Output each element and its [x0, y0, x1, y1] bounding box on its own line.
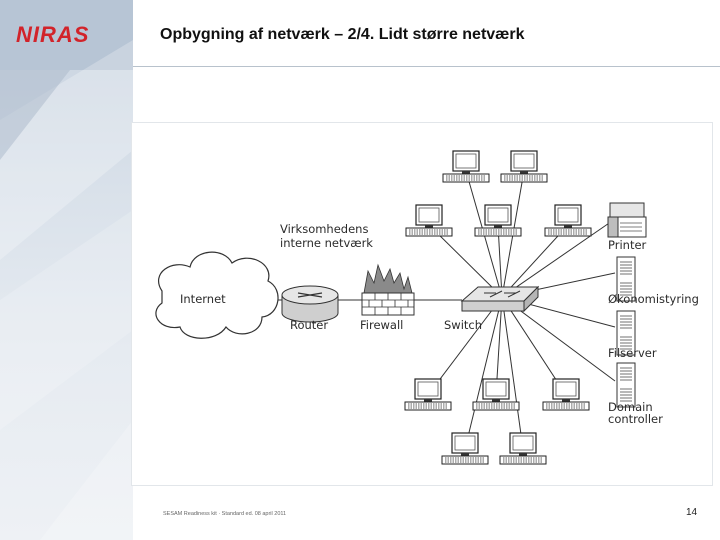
printer-icon	[607, 202, 647, 238]
switch-label: Switch	[444, 318, 482, 332]
workstation-icon	[442, 150, 490, 183]
workstation-icon	[499, 432, 547, 465]
workstation-icon	[544, 204, 592, 237]
workstation-icon	[472, 378, 520, 411]
workstation-icon	[542, 378, 590, 411]
workstation-icon	[441, 432, 489, 465]
workstation-icon	[405, 204, 453, 237]
workstation-icon	[404, 378, 452, 411]
title-divider	[133, 66, 720, 67]
internet-label: Internet	[180, 292, 226, 306]
economy-label: Økonomistyring	[608, 292, 699, 306]
internal-network-label-line2: interne netværk	[280, 236, 373, 250]
slide-title: Opbygning af netværk – 2/4. Lidt større …	[160, 26, 525, 43]
domain-controller-label-line2: controller	[608, 412, 663, 426]
network-diagram: Internet Router Firewall Switch Virksom	[132, 123, 712, 485]
niras-logo: NIRAS	[16, 22, 89, 46]
internet-cloud-icon	[155, 251, 279, 339]
workstation-icon	[500, 150, 548, 183]
firewall-label: Firewall	[360, 318, 403, 332]
firewall-icon	[361, 263, 415, 316]
logo-band	[0, 0, 133, 70]
sidebar-pattern	[0, 40, 133, 540]
internal-network-label-line1: Virksomhedens	[280, 222, 368, 236]
svg-text:NIRAS: NIRAS	[16, 22, 89, 46]
footer-text: SESAM Readiness kit · Standard ed. 08 ap…	[163, 511, 287, 517]
printer-label: Printer	[608, 238, 647, 252]
switch-icon	[460, 285, 540, 313]
router-icon	[281, 285, 339, 323]
domain-controller-label-line1: Domain	[608, 400, 653, 414]
workstation-icon	[474, 204, 522, 237]
router-label: Router	[290, 318, 328, 332]
sidebar-decoration	[0, 0, 133, 540]
page-number: 14	[686, 507, 698, 518]
fileserver-label: Filserver	[608, 346, 657, 360]
